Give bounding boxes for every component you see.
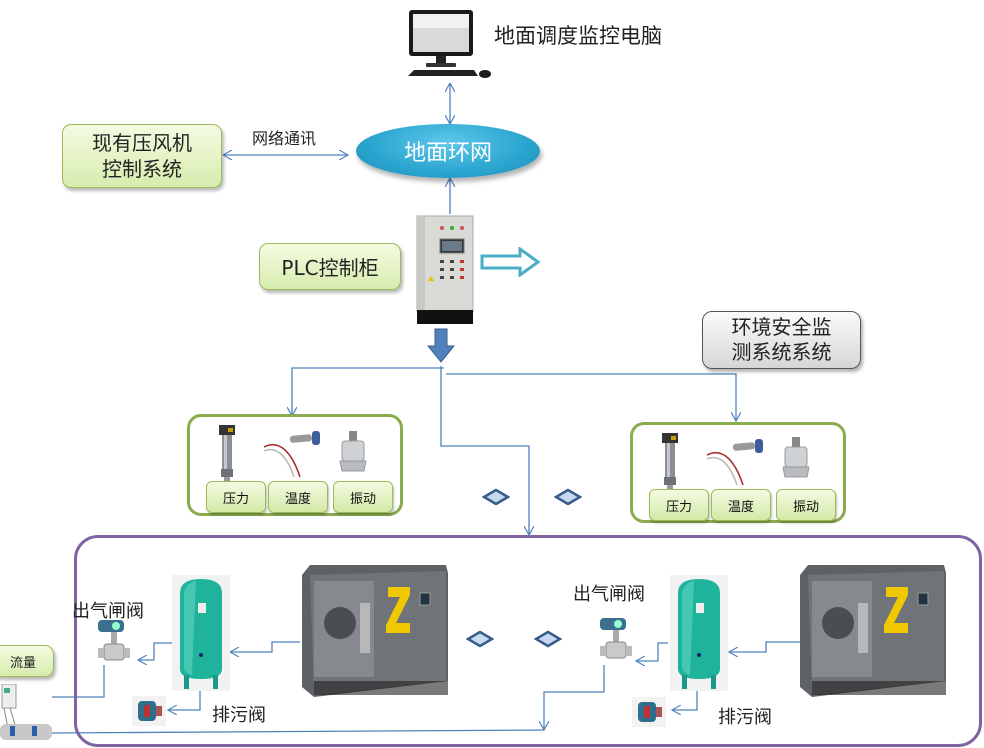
sensor-group-right: 压力 温度 振动 (630, 422, 846, 523)
control-cabinet-icon (416, 215, 474, 324)
sensor-tag-vibration: 振动 (333, 481, 393, 513)
temperature-sensor-icon (263, 431, 320, 478)
monitor-pc (404, 8, 494, 80)
drain-valve-icon (132, 696, 166, 726)
env-safety-monitor-line2: 测系统系统 (731, 340, 832, 364)
existing-compressor-control-line1: 现有压风机 (92, 131, 192, 155)
gate-valve-icon (98, 620, 130, 661)
drain-valve-icon (632, 697, 666, 727)
unit1-tank-valve-link (138, 642, 174, 660)
plc-cabinet-label: PLC控制柜 (281, 256, 379, 280)
pressure-sensor-icon (662, 433, 678, 495)
right-sensor-link (446, 373, 736, 421)
sensor-tag-temperature: 温度 (268, 481, 328, 513)
unit2-compressor-tank-link (729, 641, 800, 652)
main-pipe-line (51, 729, 545, 734)
vibration-sensor-icon (339, 431, 367, 472)
ring-network-label: 地面环网 (403, 141, 492, 166)
air-compressor-icon (800, 565, 946, 697)
sensor-group-left: 压力 温度 振动 (187, 414, 403, 516)
unit2-outlet-valve-label: 出气闸阀 (573, 584, 645, 605)
temperature-sensor-icon (706, 439, 763, 486)
station-link (440, 366, 529, 535)
env-safety-monitor-line1: 环境安全监 (731, 315, 832, 339)
ellipsis-diamond-icon (482, 488, 510, 506)
unit2-tank-valve-link (636, 642, 668, 661)
sensor-tag-pressure: 压力 (649, 489, 709, 521)
computer-icon (408, 10, 491, 78)
vibration-sensor-icon (782, 437, 810, 478)
down-arrow-icon (427, 328, 455, 363)
plc-cabinet-box: PLC控制柜 (259, 243, 401, 290)
existing-compressor-control-box: 现有压风机 控制系统 (62, 124, 222, 188)
compressor-unit-2 (798, 563, 948, 703)
compressor-station-frame (74, 535, 982, 747)
network-comm-label: 网络通讯 (252, 129, 317, 148)
unit1-outlet-valve-label: 出气闸阀 (72, 601, 144, 622)
env-safety-monitor-box: 环境安全监 测系统系统 (702, 311, 861, 369)
unit2-valve-main-link (544, 665, 605, 730)
monitor-pc-label: 地面调度监控电脑 (494, 24, 662, 48)
ellipsis-diamond-icon (466, 630, 494, 648)
flow-meter-label: 流量 (9, 655, 36, 671)
flow-meter-box: 流量 (0, 645, 54, 677)
unit2-drain-valve-label: 排污阀 (718, 707, 772, 728)
sensor-tag-vibration: 振动 (776, 489, 836, 521)
ellipsis-diamond-icon (534, 630, 562, 648)
left-sensor-link (292, 367, 444, 416)
compressor-unit-1 (300, 563, 450, 703)
unit1-compressor-tank-link (230, 641, 300, 652)
sensor-tag-pressure: 压力 (206, 481, 266, 513)
air-compressor-icon (302, 565, 448, 697)
flow-meter-icon (0, 684, 52, 740)
unit1-tank-drain-link (168, 688, 201, 710)
sensor-tag-temperature: 温度 (711, 489, 771, 521)
plc-cabinet (415, 214, 475, 326)
unit1-valve-flow-link (52, 665, 105, 698)
ellipsis-diamond-icon (554, 488, 582, 506)
gate-valve-icon (600, 618, 632, 659)
output-arrow-icon (480, 247, 541, 277)
pressure-sensor-icon (219, 425, 235, 487)
unit1-drain-valve-label: 排污阀 (212, 705, 266, 726)
ring-network: 地面环网 (356, 124, 540, 178)
unit2-tank-drain-link (672, 688, 698, 710)
air-receiver-tank-icon (172, 575, 230, 691)
existing-compressor-control-line2: 控制系统 (102, 157, 182, 181)
air-receiver-tank-icon (670, 575, 728, 691)
